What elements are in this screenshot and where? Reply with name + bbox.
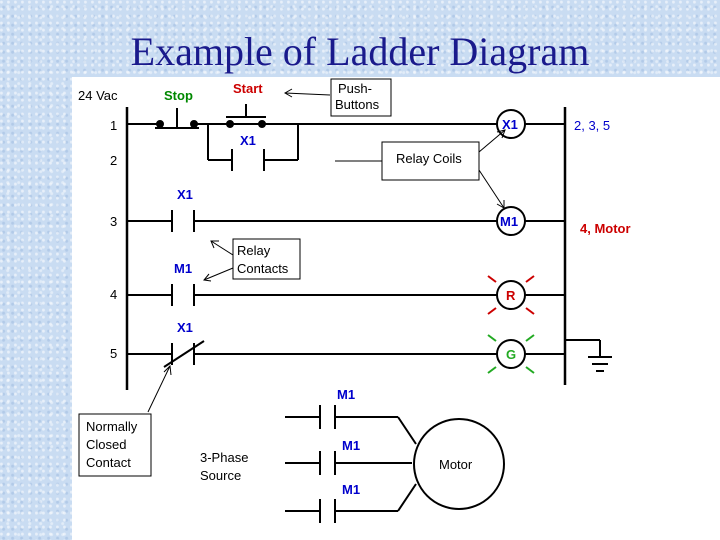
- x1-rung5-nc-contact: [163, 340, 205, 368]
- x1-rung3-contact: [171, 210, 195, 232]
- relay-contacts-callout-box: [232, 238, 301, 280]
- pushbuttons-callout-box: [330, 78, 392, 117]
- pushbuttons-callout-line2: Buttons: [335, 97, 380, 112]
- x1-seal-label: X1: [240, 133, 256, 148]
- coil-m1: [496, 206, 526, 236]
- normally-closed-callout-line3: Contact: [86, 455, 131, 470]
- start-label: Start: [233, 81, 263, 96]
- lamp-g: [496, 339, 526, 369]
- relay-contacts-callout-line1: Relay: [237, 243, 271, 258]
- pushbuttons-callout-line1: Push-: [338, 81, 372, 96]
- m1-cross-reference: 4, Motor: [580, 221, 631, 236]
- lamp-g-label: G: [506, 347, 516, 362]
- rung-number: 2: [110, 153, 117, 168]
- rung-number: 1: [110, 118, 117, 133]
- relay-coils-callout-box: [381, 141, 480, 181]
- rung-number: 3: [110, 214, 117, 229]
- lamp-r-label: R: [506, 288, 516, 303]
- rung-number: 4: [110, 287, 117, 302]
- stop-label: Stop: [164, 88, 193, 103]
- relay-contacts-callout-line2: Contacts: [237, 261, 289, 276]
- lamp-r: [496, 280, 526, 310]
- coil-m1-label: M1: [500, 214, 518, 229]
- x1-rung3-label: X1: [177, 187, 193, 202]
- stop-pushbutton: [155, 108, 199, 129]
- normally-closed-callout-box: [78, 413, 152, 477]
- coil-x1-label: X1: [502, 117, 518, 132]
- ground-symbol: [565, 339, 612, 372]
- red-lamp-rays: [487, 275, 535, 315]
- x1-seal-contact: [231, 149, 265, 171]
- motor-contact-label: M1: [337, 387, 355, 402]
- normally-closed-callout-line1: Normally: [86, 419, 138, 434]
- rung-number: 5: [110, 346, 117, 361]
- motor-contact-label: M1: [342, 482, 360, 497]
- motor-circle: [413, 418, 505, 510]
- slide-title: Example of Ladder Diagram: [130, 29, 590, 74]
- normally-closed-callout-line2: Closed: [86, 437, 126, 452]
- three-phase-source-line2: Source: [200, 468, 241, 483]
- supply-label: 24 Vac: [78, 88, 118, 103]
- m1-rung4-contact: [171, 284, 195, 306]
- m1-rung4-label: M1: [174, 261, 192, 276]
- motor-label: Motor: [439, 457, 473, 472]
- start-pushbutton: [226, 104, 266, 128]
- green-lamp-rays: [487, 334, 535, 374]
- motor-circuit: [285, 405, 505, 523]
- motor-contact-label: M1: [342, 438, 360, 453]
- x1-rung5-label: X1: [177, 320, 193, 335]
- x1-cross-reference: 2, 3, 5: [574, 118, 610, 133]
- three-phase-source-line1: 3-Phase: [200, 450, 248, 465]
- relay-coils-callout: Relay Coils: [396, 151, 462, 166]
